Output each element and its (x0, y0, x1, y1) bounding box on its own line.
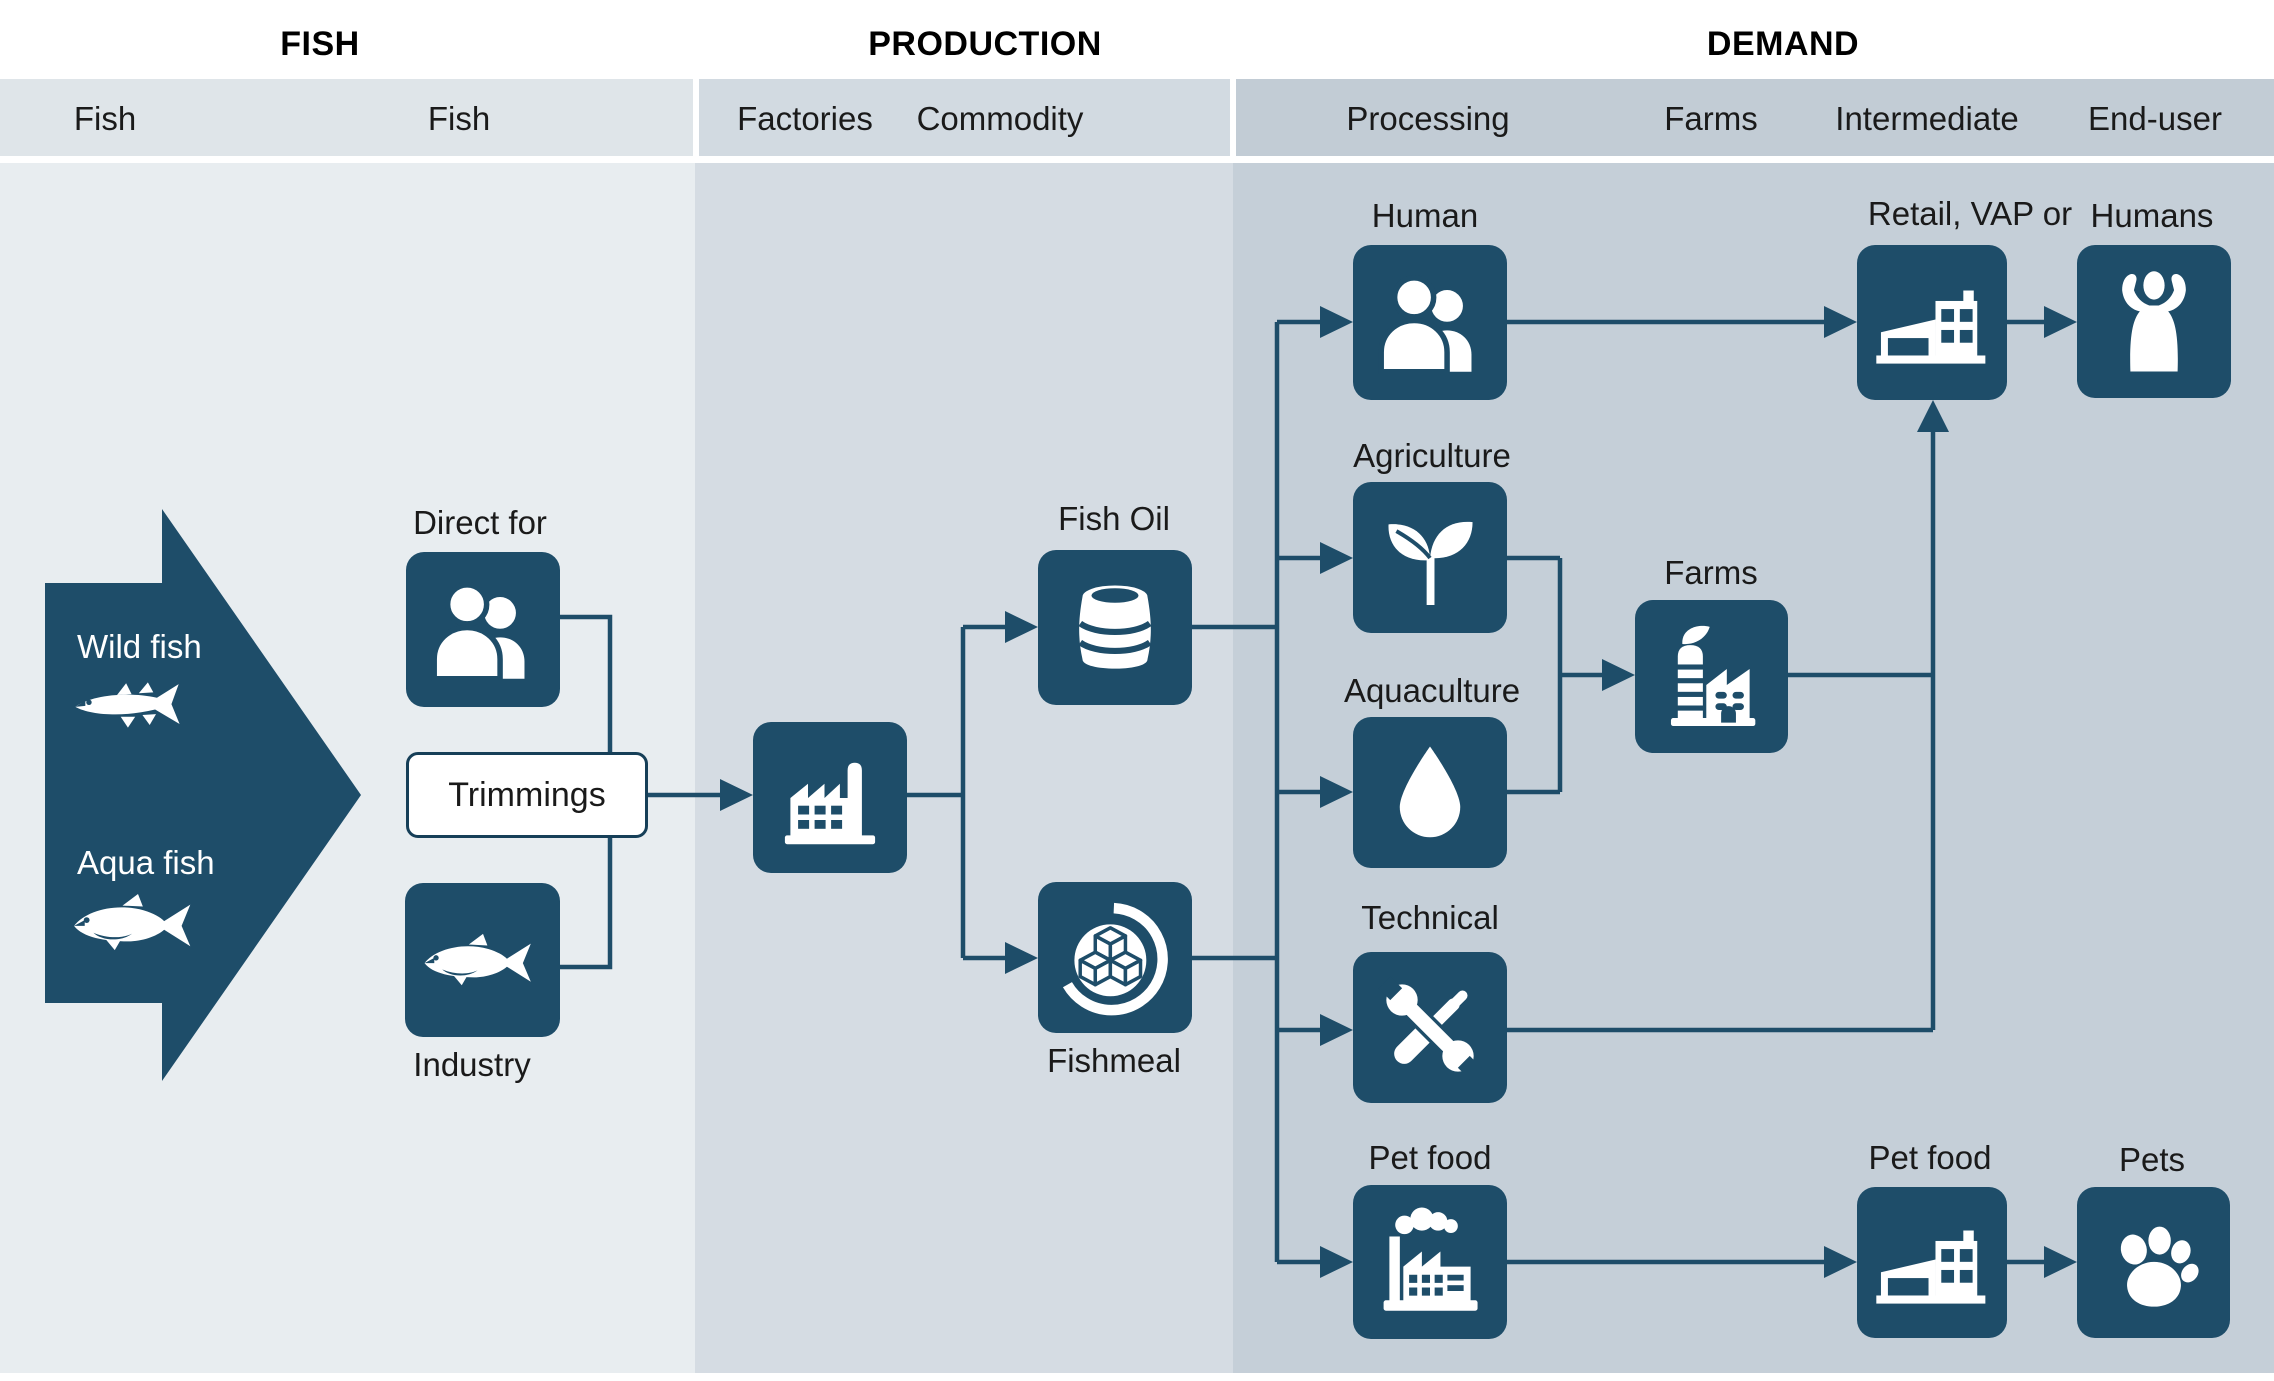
fish-oil-node (1038, 550, 1192, 705)
column-label-commodity: Commodity (916, 100, 1084, 137)
aqua-fish-label: Aqua fish (77, 844, 215, 881)
retail-node (1857, 245, 2007, 400)
section-title-fish: FISH (280, 25, 360, 63)
pet-food-processing-node (1353, 1185, 1507, 1339)
column-label-fish-1: Fish (73, 100, 137, 137)
factories-node (753, 722, 907, 873)
human-label: Human (1371, 197, 1479, 234)
pet-food-intermediate-node (1857, 1187, 2007, 1338)
technical-node (1353, 952, 1507, 1103)
store-building-icon (1874, 265, 1990, 381)
fishmeal-node (1038, 882, 1192, 1033)
sprout-icon (1374, 502, 1486, 614)
pets-node (2077, 1187, 2230, 1338)
humans-node (2077, 245, 2231, 398)
column-label-end-user: End-user (2088, 100, 2222, 137)
column-label-intermediate: Intermediate (1835, 100, 2019, 137)
column-label-farms: Farms (1664, 100, 1758, 137)
section-title-demand: DEMAND (1706, 25, 1860, 63)
farms-label: Farms (1664, 554, 1758, 591)
agriculture-label: Agriculture (1353, 437, 1511, 474)
store-building-icon (1874, 1205, 1990, 1321)
fish-column-header-band (0, 79, 693, 156)
flexing-man-icon (2095, 263, 2213, 381)
fish-oil-label: Fish Oil (1058, 500, 1170, 537)
demand-column-header-band (1236, 79, 2274, 156)
column-label-processing: Processing (1346, 100, 1510, 137)
farms-node (1635, 600, 1788, 753)
wild-fish-label: Wild fish (77, 628, 202, 665)
fishmeal-label: Fishmeal (1047, 1042, 1181, 1079)
salmon-fish-icon (68, 892, 208, 954)
human-node (1353, 245, 1507, 400)
direct-for-label: Direct for (413, 504, 547, 541)
arrowheads (720, 306, 2077, 1278)
cubes-recycle-icon (1057, 900, 1173, 1016)
retail-label: Retail, VAP or (1867, 195, 2073, 232)
pet-food-processing-label: Pet food (1368, 1139, 1492, 1176)
tools-icon (1374, 972, 1486, 1084)
people-icon (1369, 262, 1491, 384)
pets-label: Pets (2118, 1141, 2186, 1178)
people-icon (422, 569, 544, 691)
industry-label: Industry (413, 1046, 531, 1083)
factory-icon (775, 743, 885, 853)
agriculture-node (1353, 482, 1507, 633)
pet-food-intermediate-label: Pet food (1868, 1139, 1992, 1176)
humans-label: Humans (2090, 197, 2214, 234)
water-drop-icon (1376, 739, 1484, 847)
aquaculture-node (1353, 717, 1507, 868)
column-label-factories: Factories (737, 100, 873, 137)
section-title-production: PRODUCTION (868, 25, 1102, 63)
technical-label: Technical (1361, 899, 1499, 936)
trimmings-node: Trimmings (406, 752, 648, 838)
silo-barn-icon (1655, 620, 1769, 734)
source-arrow-shape (45, 509, 361, 1081)
industry-node (405, 883, 560, 1037)
production-column-header-band (699, 79, 1230, 156)
factory-smoke-icon (1372, 1204, 1488, 1320)
paw-icon (2098, 1207, 2210, 1319)
direct-for-node (406, 552, 560, 707)
oil-barrel-icon (1059, 572, 1171, 684)
column-label-fish-2: Fish (427, 100, 491, 137)
trimmings-label: Trimmings (448, 775, 606, 814)
fish-icon (421, 932, 545, 989)
pike-fish-icon (64, 676, 210, 734)
aquaculture-label: Aquaculture (1343, 672, 1521, 709)
